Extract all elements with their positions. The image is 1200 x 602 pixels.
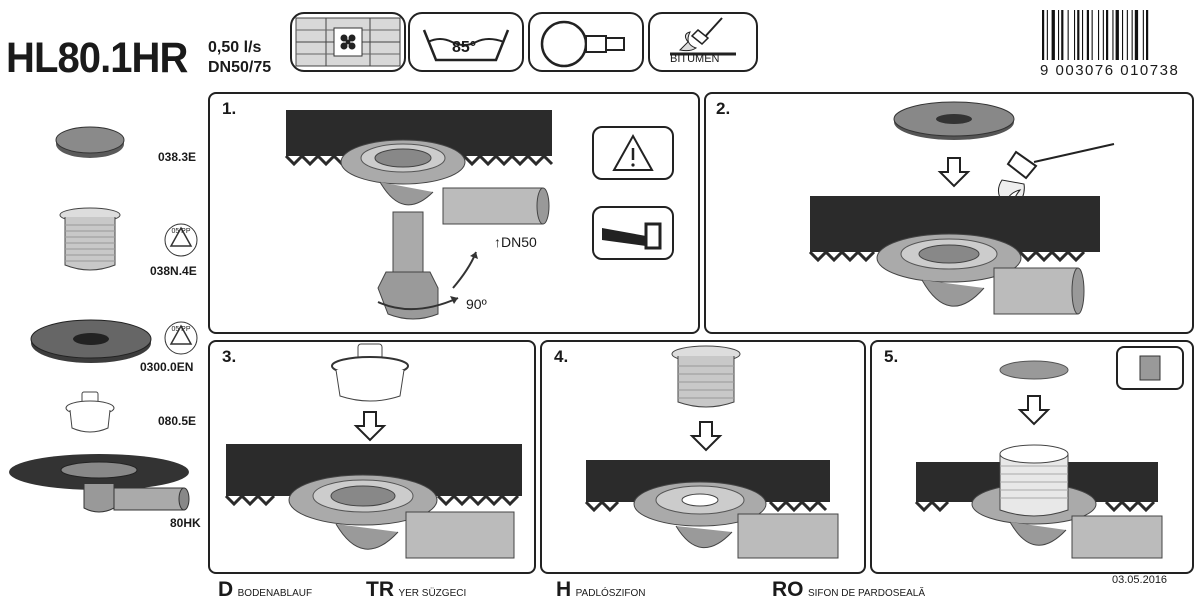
tile-grid-icon xyxy=(290,12,406,72)
part-code-038-3e: 038.3E xyxy=(158,150,197,164)
barcode-bar xyxy=(1098,10,1100,60)
dn50-label: ↑DN50 xyxy=(494,234,537,250)
barcode-bar xyxy=(1046,10,1048,60)
barcode-bar xyxy=(1067,10,1069,60)
pipe-connection-icon xyxy=(528,12,644,72)
temperature-label: 85° xyxy=(452,39,477,56)
barcode-bar xyxy=(1106,10,1109,60)
recycle-pp-icon xyxy=(164,321,198,355)
step-3-illustration xyxy=(224,343,522,559)
revision-date: 03.05.2016 xyxy=(1112,574,1168,586)
legend-letter: H xyxy=(556,578,572,601)
step-1-number: 1. xyxy=(222,99,237,118)
barcode xyxy=(1042,10,1149,60)
step-2-number: 2. xyxy=(716,99,731,118)
flange-disc-icon xyxy=(30,319,152,363)
recycle-label: 05 PP xyxy=(171,326,191,333)
extension-ring-icon xyxy=(59,207,121,271)
barcode-bar xyxy=(1131,10,1133,60)
model-number: HL80.1HR xyxy=(6,34,188,82)
barcode-bar xyxy=(1082,10,1084,60)
recycle-label: 05 PP xyxy=(171,228,191,235)
legend-item-ro: RO SIFON DE PARDOSEALĂ xyxy=(772,578,925,602)
barcode-bar xyxy=(1122,10,1124,60)
legend-text: BODENABLAUF xyxy=(237,588,313,599)
temperature-85-icon: 85° xyxy=(408,12,524,72)
barcode-bar xyxy=(1112,10,1114,60)
angle-label: 90º xyxy=(466,296,487,312)
step-2-illustration xyxy=(808,101,1115,315)
barcode-bar xyxy=(1077,10,1080,60)
barcode-bar xyxy=(1074,10,1076,60)
bitumen-torch-icon: BITUMEN xyxy=(648,12,758,72)
legend-text: YER SÜZGECI xyxy=(398,588,467,599)
step-5-illustration xyxy=(914,360,1163,559)
part-code-038n-4e: 038N.4E xyxy=(150,264,197,278)
legend-letter: TR xyxy=(366,578,394,601)
step-3-number: 3. xyxy=(222,347,237,366)
legend-letter: RO xyxy=(772,578,804,601)
odour-trap-icon xyxy=(65,391,115,433)
legend-item-h: H PADLÓSZIFON xyxy=(556,578,645,602)
grate-cover-icon xyxy=(55,126,125,158)
barcode-bar xyxy=(1142,10,1144,60)
barcode-bar xyxy=(1126,10,1128,60)
flow-rate: 0,50 l/s xyxy=(208,39,262,56)
barcode-number: 9 003076 010738 xyxy=(1040,62,1180,79)
saw-icon xyxy=(592,206,674,260)
barcode-bar xyxy=(1051,10,1055,60)
warning-icon xyxy=(592,126,674,180)
step-4-illustration xyxy=(584,345,839,559)
step-5-number: 5. xyxy=(884,347,899,366)
legend-letter: D xyxy=(218,578,234,601)
barcode-bar xyxy=(1061,10,1064,60)
dimension: DN50/75 xyxy=(208,59,272,76)
legend-text: PADLÓSZIFON xyxy=(575,588,646,599)
barcode-bar xyxy=(1086,10,1089,60)
barcode-bar xyxy=(1042,10,1045,60)
specs: 0,50 l/s DN50/75 xyxy=(208,38,271,78)
barcode-bar xyxy=(1146,10,1149,60)
part-code-0300-0en: 0300.0EN xyxy=(140,360,194,374)
legend-item-d: D BODENABLAUF xyxy=(218,578,312,602)
barcode-bar xyxy=(1102,10,1104,60)
part-code-80hk: 80HK xyxy=(170,516,201,530)
step-1-illustration xyxy=(284,110,554,320)
step-4-number: 4. xyxy=(554,347,569,366)
barcode-bar xyxy=(1091,10,1093,60)
barcode-bar xyxy=(1058,10,1060,60)
part-code-080-5e: 080.5E xyxy=(158,414,197,428)
legend-item-tr: TR YER SÜZGECI xyxy=(366,578,466,602)
bitumen-label: BITUMEN xyxy=(670,53,720,65)
drain-body-icon xyxy=(9,454,190,513)
barcode-bar xyxy=(1134,10,1139,60)
tile-square-icon xyxy=(1116,346,1184,390)
legend-text: SIFON DE PARDOSEALĂ xyxy=(807,588,926,599)
barcode-bar xyxy=(1115,10,1119,60)
recycle-pp-icon xyxy=(164,223,198,257)
